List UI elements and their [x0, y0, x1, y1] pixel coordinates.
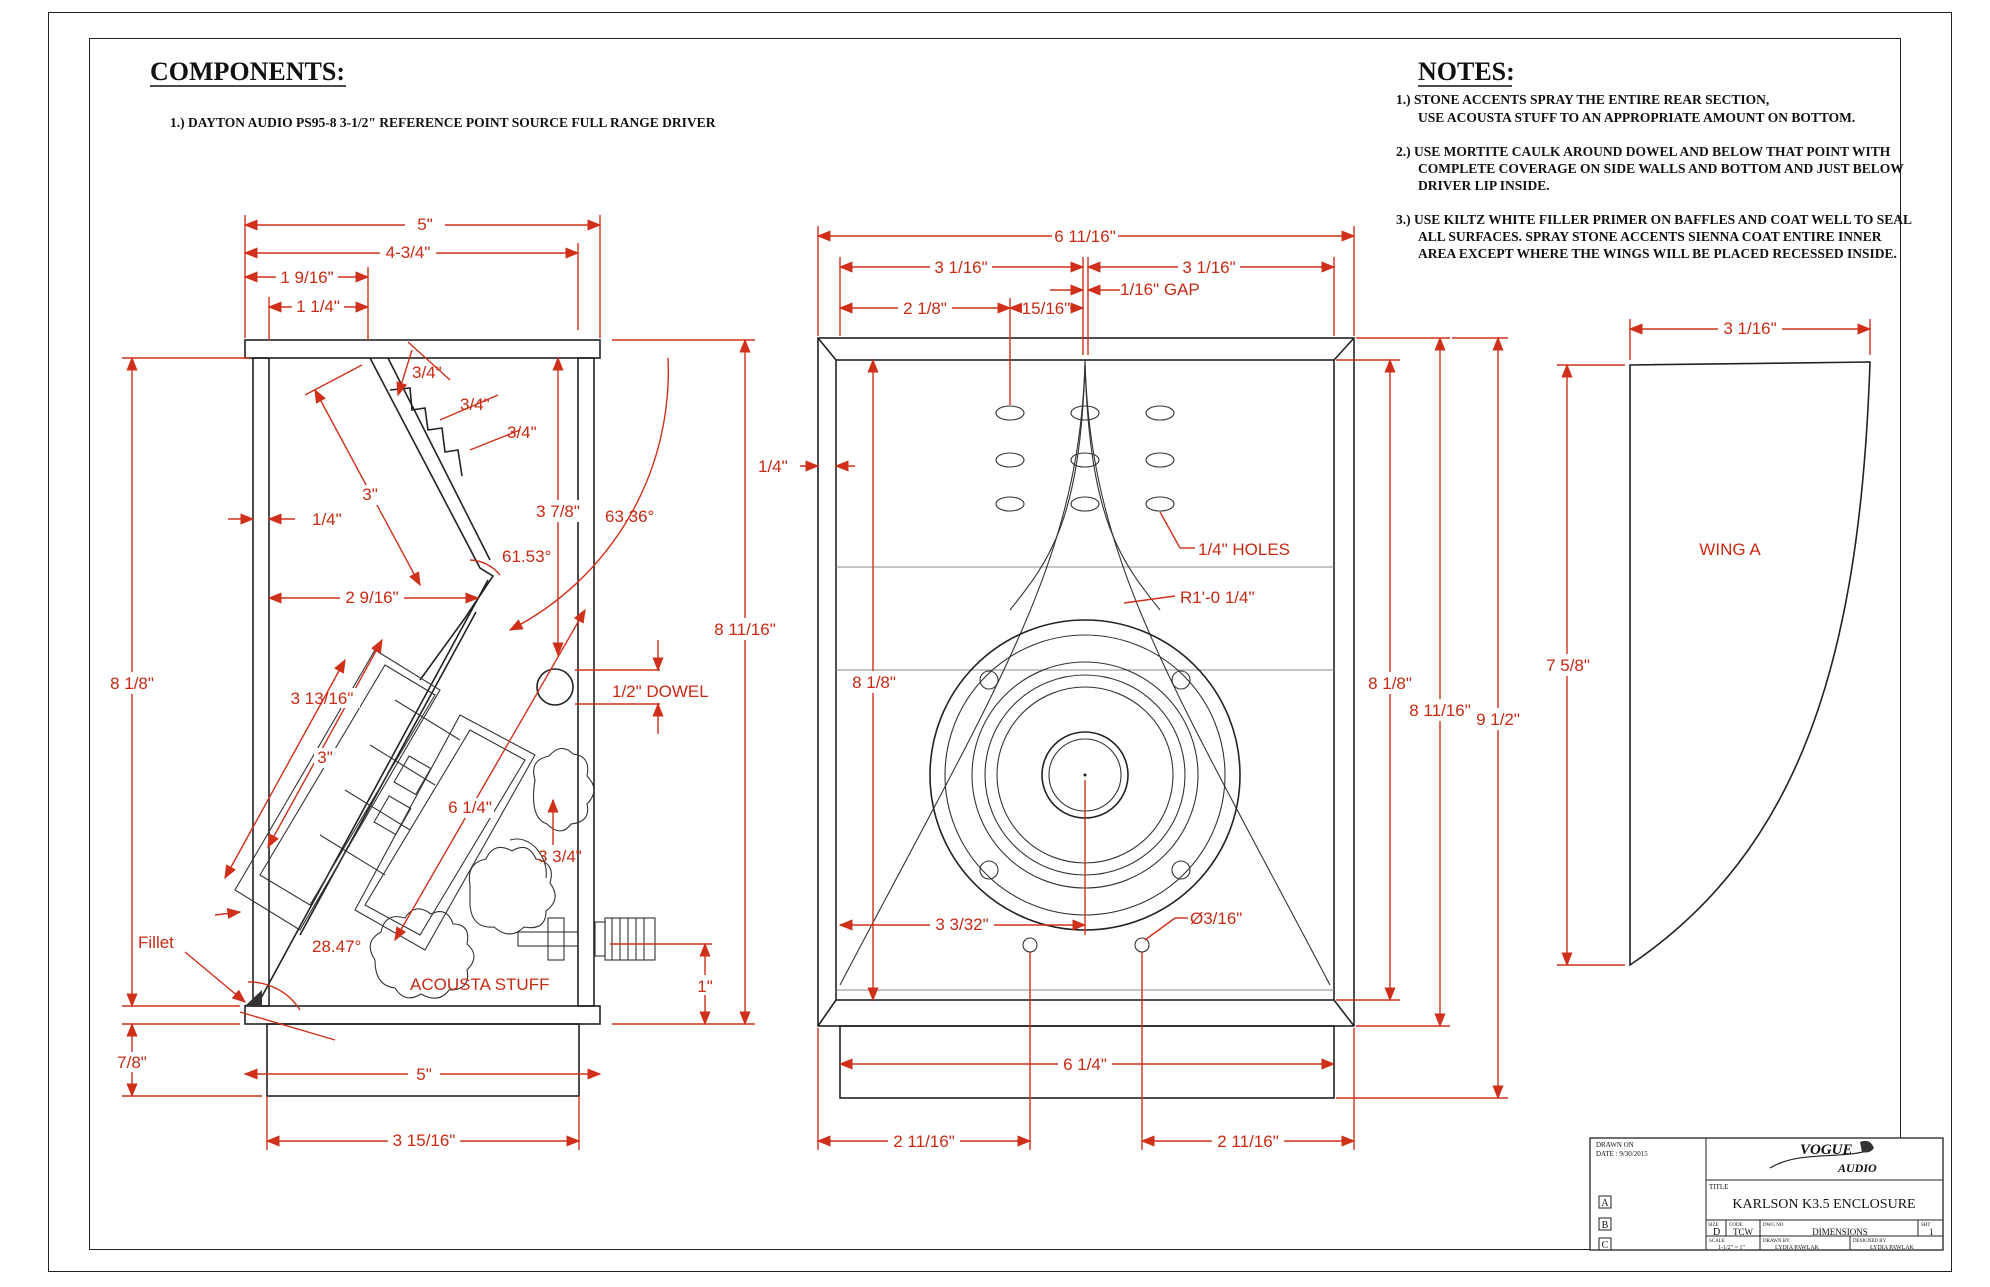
code-label: CODE [1729, 1223, 1743, 1228]
drawn-by-value: LYDIA PAWLAK [1775, 1245, 1820, 1251]
sheet-label: SHT [1921, 1223, 1930, 1228]
dim-label: 3 13/16" [291, 689, 354, 708]
dim-label: 3 1/16" [934, 258, 987, 277]
angle-label: 61.53° [502, 547, 551, 566]
vent-holes [995, 405, 1175, 512]
sheet-value: 1 [1929, 1227, 1934, 1237]
dim-label: 1/4" [312, 510, 342, 529]
radius-label: R1'-0 1/4" [1180, 588, 1254, 607]
dim-label: 3 3/32" [935, 915, 988, 934]
dim-label: 7 5/8" [1546, 656, 1590, 675]
dim-label: 6 11/16" [1054, 227, 1116, 246]
dim-label: 3" [317, 748, 333, 767]
vogue-audio-logo: VOGUE AUDIO [1769, 1140, 1877, 1175]
fillet-label: Fillet [138, 933, 174, 952]
dim-label: 3/4" [412, 363, 442, 382]
note-line: ALL SURFACES. SPRAY STONE ACCENTS SIENNA… [1418, 229, 1882, 244]
svg-text:VOGUE: VOGUE [1800, 1142, 1853, 1158]
dim-label: 5" [417, 215, 433, 234]
title-block: DRAWN ON DATE : 9/30/2015 VOGUE AUDIO TI… [1589, 1137, 1944, 1251]
scale-label: SCALE [1709, 1239, 1725, 1244]
dim-label: 1 1/4" [296, 297, 340, 316]
dim-label: 9 1/2" [1476, 710, 1520, 729]
dowel-label: 1/2" DOWEL [612, 682, 709, 701]
drawn-on-label: DRAWN ON [1596, 1141, 1634, 1149]
wing-a: WING A 3 1/16" 7 5/8" [1542, 317, 1872, 967]
terminal-post [517, 917, 656, 961]
size-label: SIZE [1708, 1223, 1719, 1228]
note-line: AREA EXCEPT WHERE THE WINGS WILL BE PLAC… [1418, 246, 1897, 261]
dim-label: 1" [697, 977, 713, 996]
dim-label: 3 3/4" [538, 847, 582, 866]
dim-label: 1/4" [758, 457, 788, 476]
acousta-label: ACOUSTA STUFF [410, 975, 549, 994]
dwg-value: DIMENSIONS [1812, 1227, 1868, 1237]
note-line: DRIVER LIP INSIDE. [1418, 178, 1550, 193]
dim-label: 8 11/16" [1409, 701, 1471, 720]
note-line: 2.) USE MORTITE CAULK AROUND DOWEL AND B… [1396, 144, 1891, 159]
dim-label: 3/4" [507, 423, 537, 442]
drawing-title: KARLSON K3.5 ENCLOSURE [1732, 1197, 1915, 1212]
side-view-dimensions: 5" 4-3/4" 1 9/16" 1 1/4" 3/4" 3/4" 3/4" … [104, 213, 782, 1150]
note-line: COMPLETE COVERAGE ON SIDE WALLS AND BOTT… [1418, 161, 1904, 176]
dim-label: 8 1/8" [1368, 674, 1412, 693]
dim-label: 1 9/16" [280, 268, 333, 287]
front-view-dimensions: 6 11/16" 3 1/16" 3 1/16" 1/16" GAP 2 1/8… [758, 224, 1526, 1152]
dim-label: 3 1/16" [1182, 258, 1235, 277]
wing-label: WING A [1699, 540, 1761, 559]
revision-a: A [1601, 1198, 1609, 1209]
dim-label: 3 7/8" [536, 502, 580, 521]
drawing-sheet-border [48, 12, 1952, 1272]
notes-list: 1.) STONE ACCENTS SPRAY THE ENTIRE REAR … [1396, 92, 1912, 261]
designed-by-value: LYDIA PAWLAK [1870, 1245, 1915, 1251]
drawing-frame [89, 38, 1901, 1250]
code-value: TCW [1733, 1227, 1754, 1237]
dim-label: 3 1/16" [1723, 319, 1776, 338]
dowel-circle [536, 668, 574, 706]
dim-label: 2 1/8" [903, 299, 947, 318]
svg-text:AUDIO: AUDIO [1837, 1161, 1877, 1175]
dim-label: 2 11/16" [1217, 1132, 1279, 1151]
dim-label: 8 1/8" [110, 674, 154, 693]
dim-label: 3" [362, 485, 378, 504]
date-text: DATE : 9/30/2015 [1596, 1150, 1648, 1158]
dim-label: 6 1/4" [448, 798, 492, 817]
gap-label: 1/16" GAP [1120, 280, 1200, 299]
components-heading: COMPONENTS: [150, 57, 345, 86]
size-value: D [1713, 1227, 1720, 1238]
revision-b: B [1602, 1220, 1609, 1231]
note-line: 3.) USE KILTZ WHITE FILLER PRIMER ON BAF… [1396, 212, 1912, 227]
dim-label: 3/4" [460, 395, 490, 414]
dim-label: 8 11/16" [714, 620, 776, 639]
dim-label: 3 15/16" [393, 1131, 456, 1150]
dwg-label: DWG NO [1763, 1223, 1784, 1228]
holes-label: 1/4" HOLES [1198, 540, 1290, 559]
notes-heading: NOTES: [1418, 57, 1515, 86]
dim-label: 2 11/16" [893, 1132, 955, 1151]
diameter-label: Ø3/16" [1190, 909, 1242, 928]
drawn-by-label: DRAWN BY [1763, 1239, 1790, 1244]
dim-label: 7/8" [117, 1053, 147, 1072]
scale-value: 1-1/2" = 1" [1718, 1245, 1745, 1251]
dim-label: 15/16" [1022, 299, 1071, 318]
dim-label: 5" [416, 1065, 432, 1084]
dim-label: 4-3/4" [386, 243, 431, 262]
angle-label: 63.36° [605, 507, 654, 526]
revision-c: C [1602, 1240, 1609, 1251]
dim-label: 8 1/8" [852, 673, 896, 692]
dim-label: 2 9/16" [345, 588, 398, 607]
front-view [817, 337, 1355, 1099]
note-line: 1.) STONE ACCENTS SPRAY THE ENTIRE REAR … [1396, 92, 1769, 107]
component-item: 1.) DAYTON AUDIO PS95-8 3-1/2" REFERENCE… [170, 115, 716, 130]
designed-by-label: DESIGNED BY [1853, 1239, 1887, 1244]
angle-label: 28.47° [312, 937, 361, 956]
note-line: USE ACOUSTA STUFF TO AN APPROPRIATE AMOU… [1418, 110, 1855, 125]
title-field-label: TITLE [1709, 1183, 1728, 1191]
dim-label: 6 1/4" [1063, 1055, 1107, 1074]
